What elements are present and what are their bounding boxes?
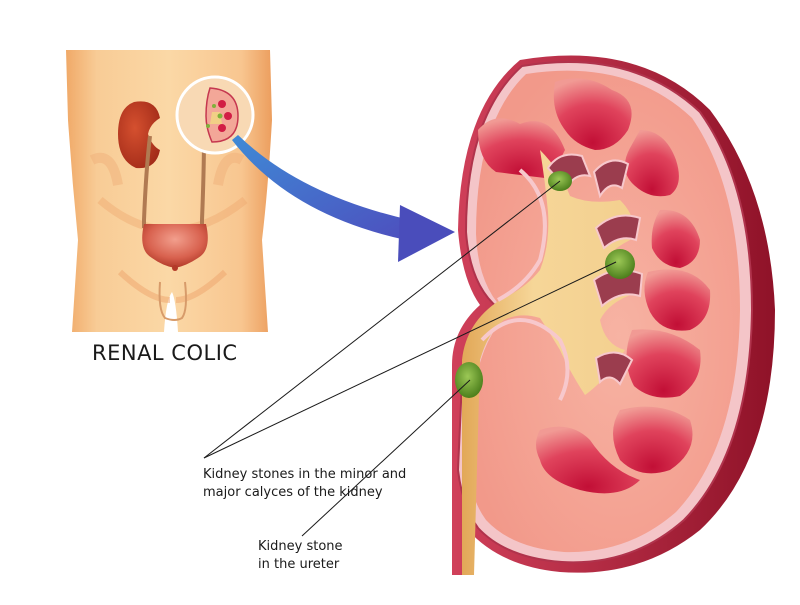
label-calyces-line1: Kidney stones in the minor and xyxy=(203,467,407,482)
label-ureter-stone: Kidney stone in the ureter xyxy=(258,538,343,574)
label-ureter-line2: in the ureter xyxy=(258,557,340,572)
label-ureter-line1: Kidney stone xyxy=(258,539,343,554)
zoom-arrow xyxy=(232,135,455,262)
leader-lines xyxy=(203,180,617,537)
kidney-cross-section xyxy=(452,55,775,576)
bladder xyxy=(142,224,208,268)
magnifier-circle xyxy=(175,75,255,155)
diagram-title: RENAL COLIC xyxy=(92,341,238,365)
left-ureter xyxy=(142,135,152,228)
label-calyces-stones: Kidney stones in the minor and major cal… xyxy=(203,466,406,502)
kidney-stone-ureter xyxy=(455,362,483,398)
label-calyces-line2: major calyces of the kidney xyxy=(203,485,383,500)
kidney-stone-major-calyx xyxy=(605,249,635,279)
